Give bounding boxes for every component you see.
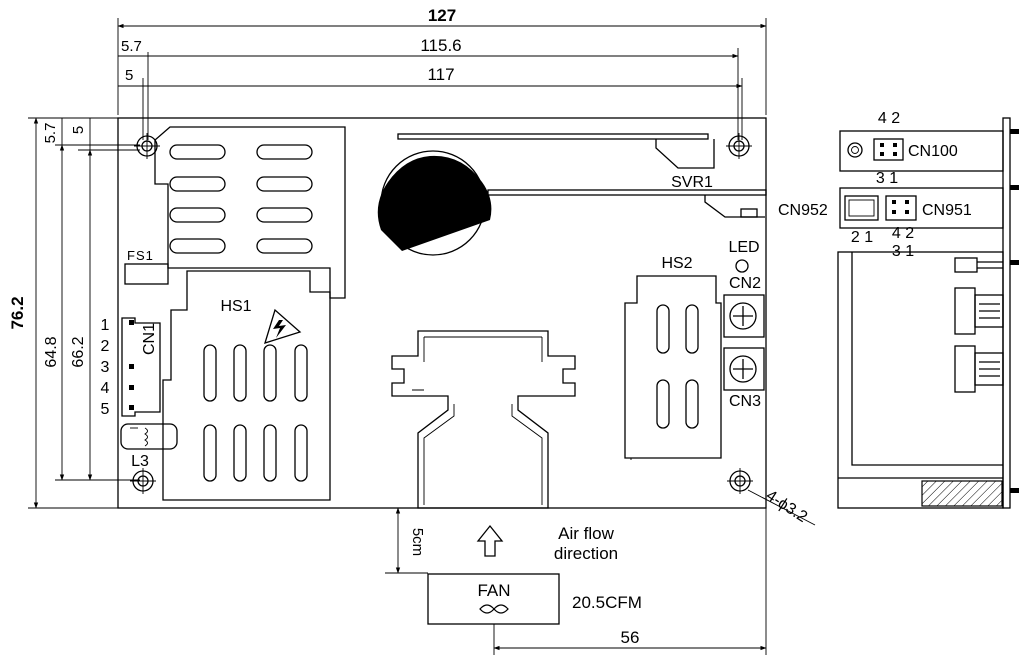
mounting-hole-bottom-left	[130, 468, 156, 494]
cn951-top-pins: 4 2	[892, 225, 914, 242]
center-heatsink	[391, 330, 576, 509]
svg-text:3: 3	[101, 359, 110, 376]
dim-overall-height: 76.2	[8, 296, 27, 329]
dim-overall-width: 127	[428, 6, 456, 25]
fan-cfm: 20.5CFM	[572, 593, 642, 612]
side-view	[837, 117, 1019, 509]
led-indicator	[735, 259, 749, 273]
dim-holes: 4-ϕ3.2	[763, 487, 810, 526]
dim-edge-5: 5	[70, 126, 87, 134]
fs1-label: FS1	[127, 248, 154, 263]
high-voltage-warning-icon	[264, 308, 302, 344]
fan-gap-dimension	[385, 507, 428, 574]
cn2-terminal	[723, 294, 765, 338]
hs2-label: HS2	[661, 255, 692, 272]
l3-label: L3	[131, 453, 149, 470]
fan-label: FAN	[477, 581, 510, 600]
dim-height-66-2: 66.2	[70, 336, 87, 367]
svg-text:1: 1	[101, 317, 110, 334]
svr1-label: SVR1	[671, 174, 713, 191]
airflow-arrow-icon	[476, 524, 504, 557]
fan-box	[427, 573, 560, 625]
cn1-pin-labels: 1 2 3 4 5	[101, 317, 110, 418]
cn1-label: CN1	[141, 323, 158, 355]
dim-fan-gap: 5cm	[409, 528, 426, 556]
dim-hole-span-top: 115.6	[420, 36, 461, 55]
cn952-label: CN952	[778, 202, 828, 219]
hs2-heatsink	[624, 275, 722, 460]
top-dimensions	[117, 18, 767, 140]
hs1-heatsink	[162, 270, 331, 501]
dim-edge-5-7: 5.7	[42, 123, 59, 144]
fuse-fs1	[124, 263, 169, 285]
cn3-label: CN3	[729, 393, 761, 410]
dim-hole-offset-lower: 5	[125, 67, 133, 84]
cn100-bottom-pins: 3 1	[876, 170, 898, 187]
top-left-heatsink	[154, 126, 346, 299]
cn100-label: CN100	[908, 143, 958, 160]
cn951-bottom-pins: 3 1	[892, 243, 914, 260]
svg-text:5: 5	[101, 401, 110, 418]
fan-icon	[479, 604, 509, 614]
dim-fan-offset: 56	[621, 628, 640, 647]
fan-offset-dimension	[493, 508, 767, 655]
svr1-strips	[397, 133, 767, 218]
mounting-hole-top-right	[726, 133, 752, 159]
airflow-line2: direction	[554, 544, 618, 563]
led-label: LED	[728, 239, 759, 256]
dim-height-64-8: 64.8	[43, 336, 60, 367]
holes-leader	[747, 489, 816, 526]
svg-text:4: 4	[101, 380, 110, 397]
cn951-label: CN951	[922, 202, 972, 219]
dim-hole-span-lower: 117	[427, 65, 454, 84]
cn952-pins: 2 1	[851, 229, 873, 246]
airflow-line1: Air flow	[558, 524, 614, 543]
dim-hole-offset-top: 5.7	[121, 38, 142, 55]
cn100-top-pins: 4 2	[878, 110, 900, 127]
mounting-hole-top-left	[134, 133, 160, 159]
left-dimensions	[28, 117, 140, 509]
mounting-hole-bottom-right	[727, 468, 753, 494]
bulk-capacitor	[377, 150, 492, 256]
cn3-terminal	[723, 347, 765, 391]
hs1-label: HS1	[220, 298, 251, 315]
cn2-label: CN2	[729, 275, 761, 292]
cn1-connector	[121, 317, 161, 417]
svg-text:2: 2	[101, 338, 110, 355]
inductor-l3	[120, 423, 178, 450]
